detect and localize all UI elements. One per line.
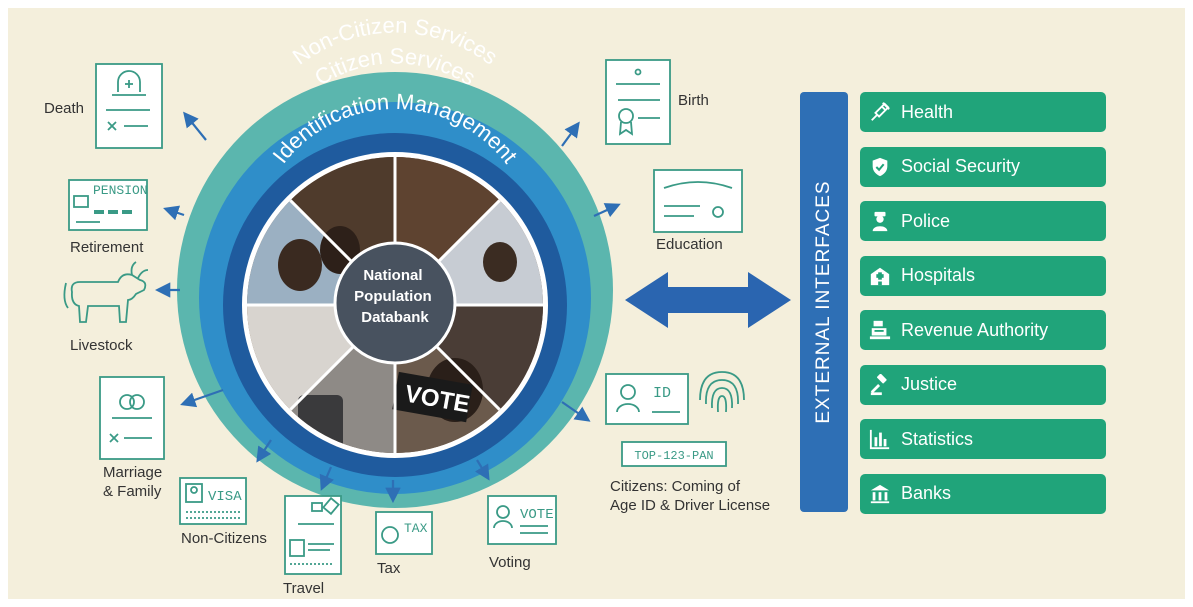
label-retirement: Retirement xyxy=(70,239,144,256)
external-service-social-security[interactable]: Social Security xyxy=(860,146,1106,187)
visa-text: VISA xyxy=(208,489,242,505)
hospital-icon xyxy=(869,265,891,287)
tax-text: TAX xyxy=(404,521,428,536)
external-service-justice[interactable]: Justice xyxy=(860,364,1106,405)
label-citizens-id: Citizens: Coming of Age ID & Driver Lice… xyxy=(610,478,771,514)
center-hub xyxy=(333,241,457,365)
external-service-hospitals[interactable]: Hospitals xyxy=(860,255,1106,296)
label-birth: Birth xyxy=(678,92,709,109)
bank-icon xyxy=(869,483,891,505)
arrow-death xyxy=(183,111,207,141)
label-tax: Tax xyxy=(377,560,401,577)
center-title: National Population Databank xyxy=(354,267,436,326)
icon-texts: PENSION VISA TAX VOTE ID TOP-123-PAN xyxy=(93,183,714,536)
label-livestock: Livestock xyxy=(70,337,133,354)
marriage-certificate-icon xyxy=(99,376,165,460)
fingerprint-icon xyxy=(699,371,745,413)
arrow-retirement xyxy=(163,205,185,221)
id-card-icon xyxy=(605,373,689,425)
bar-chart-icon xyxy=(869,428,891,450)
external-interfaces-bar: EXTERNAL INTERFACES xyxy=(800,92,848,512)
icons-group xyxy=(63,59,745,575)
external-interfaces-title: EXTERNAL INTERFACES xyxy=(813,180,834,424)
center-line-3: Databank xyxy=(361,309,429,326)
pension-text: PENSION xyxy=(93,183,148,198)
arrow-education xyxy=(593,203,621,218)
pension-card-icon xyxy=(68,179,148,231)
passport-icon xyxy=(284,495,342,575)
service-arrows xyxy=(154,111,621,504)
label-death: Death xyxy=(44,100,85,117)
gavel-icon xyxy=(869,373,891,396)
police-officer-icon xyxy=(869,210,891,232)
label-education: Education xyxy=(656,236,723,253)
label-marriage-family: Marriage & Family xyxy=(103,464,163,500)
external-service-statistics[interactable]: Statistics xyxy=(860,419,1106,459)
arrow-birth xyxy=(561,121,580,147)
id-text: ID xyxy=(653,385,671,402)
license-plate-icon xyxy=(621,441,727,467)
external-service-label: Revenue Authority xyxy=(901,319,1049,340)
external-service-label: Banks xyxy=(901,483,952,503)
cow-icon xyxy=(63,261,149,323)
visa-card-icon xyxy=(179,477,247,525)
arrow-marriage xyxy=(180,388,224,408)
label-travel: Travel xyxy=(283,580,325,597)
external-service-label: Justice xyxy=(901,374,958,394)
external-service-banks[interactable]: Banks xyxy=(860,473,1106,514)
center-line-2: Population xyxy=(354,288,432,305)
external-service-label: Health xyxy=(901,101,954,122)
birth-certificate-icon xyxy=(605,59,671,145)
syringe-icon xyxy=(869,101,891,123)
arrow-citizens-id xyxy=(561,401,591,422)
cash-register-icon xyxy=(869,319,891,341)
external-service-label: Statistics xyxy=(901,428,974,449)
shield-icon xyxy=(869,156,891,178)
plate-text: TOP-123-PAN xyxy=(634,449,713,463)
external-service-health[interactable]: Health xyxy=(860,92,1106,132)
arrow-voting xyxy=(475,459,490,481)
label-non-citizens: Non-Citizens xyxy=(181,530,267,547)
label-voting: Voting xyxy=(489,554,531,571)
external-service-label: Hospitals xyxy=(901,265,976,285)
arrow-non-citizens xyxy=(256,439,272,463)
vote-card-icon xyxy=(487,495,557,545)
arrow-travel xyxy=(319,466,334,491)
tax-form-icon xyxy=(375,511,433,555)
center-line-1: National xyxy=(363,267,422,284)
death-certificate-icon xyxy=(95,63,163,149)
double-arrow-exchange xyxy=(625,272,791,328)
external-service-police[interactable]: Police xyxy=(860,201,1106,241)
external-service-revenue-authority[interactable]: Revenue Authority xyxy=(860,310,1106,350)
vote-text: VOTE xyxy=(520,507,554,523)
external-service-label: Social Security xyxy=(901,156,1021,176)
external-service-label: Police xyxy=(901,210,951,231)
diploma-icon xyxy=(653,169,743,233)
